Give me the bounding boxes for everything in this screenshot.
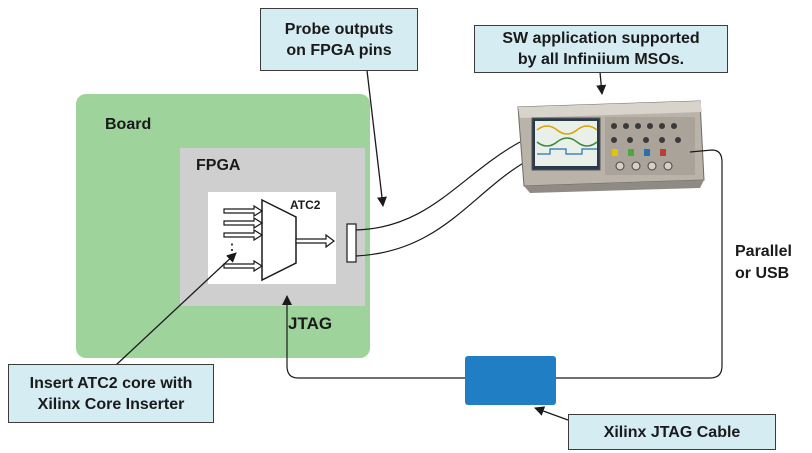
cable-callout: Xilinx JTAG Cable (568, 414, 776, 450)
insert-callout-line2: Xilinx Core Inserter (37, 395, 185, 413)
jtag-cable-icon (465, 356, 556, 405)
probe-callout-line1: Probe outputs (284, 20, 394, 38)
atc2-label: ATC2 (290, 198, 321, 212)
probe-callout-line2: on FPGA pins (286, 41, 392, 59)
sw-callout: SW application supported by all Infiniiu… (474, 25, 728, 73)
input-arrows (223, 204, 264, 273)
link-label: Parallel or USB (735, 241, 792, 285)
link-label-line2: or USB (735, 265, 790, 282)
sw-callout-line1: SW application supported (502, 30, 700, 47)
jtag-cable-line (282, 295, 465, 379)
usb-cable-line (556, 149, 723, 379)
board-label: Board (105, 116, 152, 133)
atc2-mux (261, 198, 297, 282)
input-ellipsis: ⋮ (224, 242, 240, 259)
cable-pointer (534, 406, 569, 421)
sw-pointer (596, 71, 607, 95)
probe-callout: Probe outputs on FPGA pins (260, 8, 418, 71)
insert-callout: Insert ATC2 core with Xilinx Core Insert… (8, 364, 214, 423)
output-arrow (295, 233, 335, 249)
insert-callout-line1: Insert ATC2 core with (29, 374, 193, 392)
probe-cable-lower (355, 161, 526, 257)
fpga-pin-connector (346, 223, 357, 263)
insert-pointer (115, 252, 237, 366)
cable-callout-text: Xilinx JTAG Cable (603, 423, 741, 441)
fpga-label: FPGA (196, 157, 241, 174)
probe-cable-upper (355, 141, 521, 231)
probe-pointer (365, 61, 387, 207)
oscilloscope-icon (517, 100, 705, 193)
link-label-line1: Parallel (735, 243, 792, 260)
jtag-label: JTAG (288, 314, 333, 333)
sw-callout-line2: by all Infiniium MSOs. (517, 51, 685, 68)
